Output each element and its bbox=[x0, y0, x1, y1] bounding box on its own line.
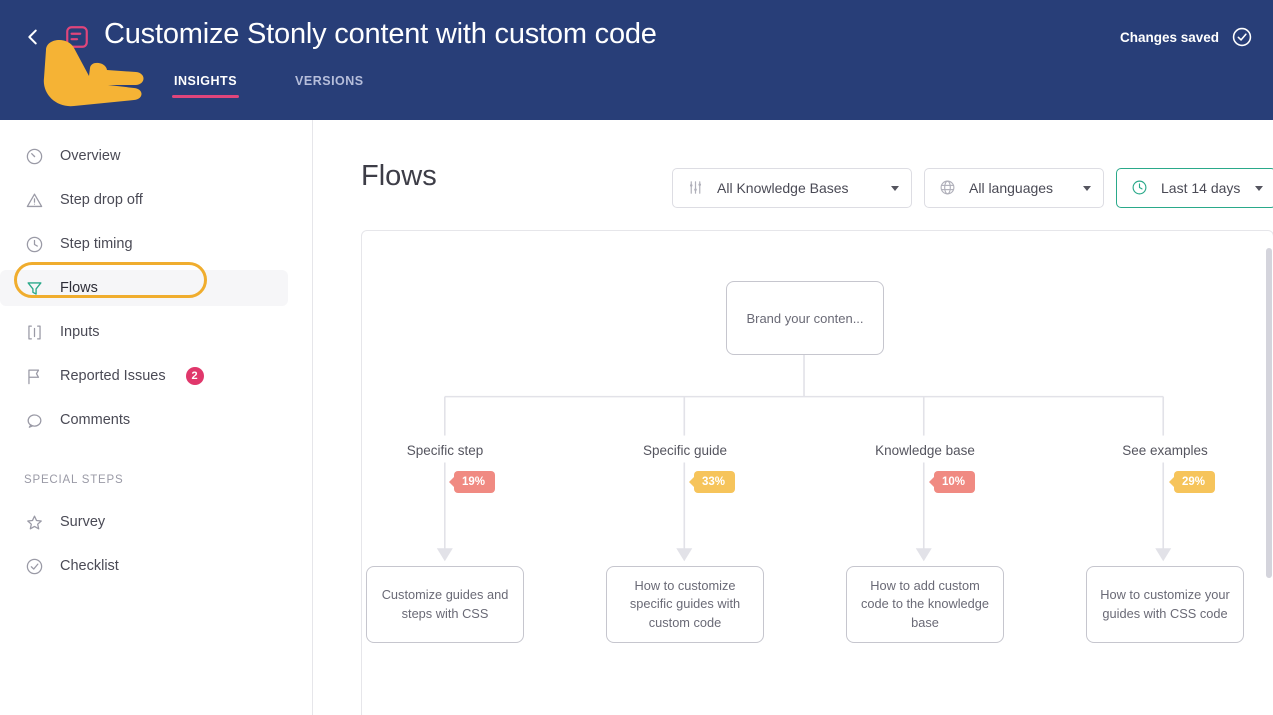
branch-label: Specific step bbox=[406, 443, 484, 458]
guide-square-icon bbox=[64, 24, 90, 50]
flow-leaf-node[interactable]: Customize guides and steps with CSS bbox=[366, 566, 524, 643]
comment-icon bbox=[24, 410, 44, 430]
back-button[interactable] bbox=[20, 24, 46, 50]
sidebar-item-flows[interactable]: Flows bbox=[0, 262, 288, 306]
flow-connectors bbox=[436, 354, 1172, 562]
save-status: Changes saved bbox=[1120, 26, 1253, 48]
branch-label: See examples bbox=[1122, 443, 1208, 458]
sidebar-item-label: Checklist bbox=[60, 558, 119, 574]
flow-leaf-node[interactable]: How to add custom code to the knowledge … bbox=[846, 566, 1004, 643]
header-tabs: EDITOR INSIGHTS VERSIONS bbox=[64, 70, 420, 112]
flows-toolbar: Flows All Knowledge Bases bbox=[361, 160, 1273, 210]
tab-insights[interactable]: INSIGHTS bbox=[172, 70, 240, 98]
app-header: Customize Stonly content with custom cod… bbox=[0, 0, 1273, 120]
percentage-badge: 33% bbox=[694, 471, 736, 493]
main-content: Flows All Knowledge Bases bbox=[313, 120, 1273, 715]
sidebar-item-step-drop-off[interactable]: Step drop off bbox=[0, 182, 288, 218]
gauge-icon bbox=[24, 146, 44, 166]
page-title: Customize Stonly content with custom cod… bbox=[104, 18, 657, 50]
sidebar-item-step-timing[interactable]: Step timing bbox=[0, 226, 288, 262]
sidebar-item-label: Inputs bbox=[60, 324, 100, 340]
funnel-icon bbox=[24, 278, 44, 298]
flag-icon bbox=[24, 366, 44, 386]
sidebar-item-label: Survey bbox=[60, 514, 106, 530]
status-badge: 2 bbox=[185, 367, 204, 385]
sidebar-item-reported-issues[interactable]: Reported Issues 2 bbox=[0, 358, 288, 394]
scrollbar-thumb[interactable] bbox=[1266, 248, 1272, 578]
sidebar-item-label: Step drop off bbox=[60, 192, 143, 208]
branch-label: Specific guide bbox=[642, 443, 728, 458]
sliders-icon bbox=[687, 179, 705, 197]
check-circle-icon bbox=[1232, 27, 1252, 47]
sidebar-item-label: Reported Issues bbox=[60, 368, 166, 384]
sidebar-item-comments[interactable]: Comments bbox=[0, 402, 288, 438]
sidebar-item-label: Flows bbox=[60, 280, 98, 296]
sidebar-item-overview[interactable]: Overview bbox=[0, 138, 288, 174]
flow-leaf-node[interactable]: How to customize specific guides with cu… bbox=[606, 566, 764, 643]
branch-label: Knowledge base bbox=[875, 443, 975, 458]
chevron-down-icon bbox=[1083, 185, 1091, 191]
warning-triangle-icon bbox=[24, 190, 44, 210]
percentage-badge: 19% bbox=[454, 471, 496, 493]
flow-diagram-card: Brand your conten... Specific step Speci… bbox=[361, 230, 1273, 715]
tab-editor[interactable]: EDITOR bbox=[66, 74, 116, 88]
filter-label: All languages bbox=[969, 180, 1054, 196]
brackets-icon bbox=[24, 322, 44, 342]
sidebar-section-label: SPECIAL STEPS bbox=[24, 474, 124, 486]
filter-label: All Knowledge Bases bbox=[717, 180, 849, 196]
chevron-down-icon bbox=[891, 185, 899, 191]
save-status-label: Changes saved bbox=[1119, 29, 1219, 45]
flow-root-node[interactable]: Brand your conten... bbox=[726, 281, 884, 355]
knowledge-base-filter[interactable]: All Knowledge Bases bbox=[672, 168, 912, 208]
language-filter[interactable]: All languages bbox=[924, 168, 1104, 208]
sidebar-item-label: Overview bbox=[60, 148, 121, 164]
sidebar-item-checklist[interactable]: Checklist bbox=[0, 548, 288, 584]
chevron-down-icon bbox=[1255, 185, 1263, 191]
percentage-badge: 29% bbox=[1174, 471, 1216, 493]
insights-sidebar: Overview Step drop off Step timing bbox=[0, 120, 313, 715]
tab-versions[interactable]: VERSIONS bbox=[295, 74, 364, 88]
sidebar-item-label: Comments bbox=[60, 412, 131, 428]
section-title: Flows bbox=[361, 160, 437, 192]
clock-icon bbox=[1131, 179, 1149, 197]
clock-icon bbox=[24, 234, 44, 254]
chevron-left-icon bbox=[28, 29, 37, 45]
percentage-badge: 10% bbox=[934, 471, 976, 493]
filter-label: Last 14 days bbox=[1161, 180, 1241, 196]
sidebar-item-inputs[interactable]: Inputs bbox=[0, 314, 288, 350]
globe-icon bbox=[939, 179, 957, 197]
star-icon bbox=[24, 512, 44, 532]
sidebar-item-label: Step timing bbox=[60, 236, 133, 252]
check-circle-icon bbox=[24, 556, 44, 576]
date-range-filter[interactable]: Last 14 days bbox=[1116, 168, 1273, 208]
flow-leaf-node[interactable]: How to customize your guides with CSS co… bbox=[1086, 566, 1244, 643]
page-scrollbar[interactable] bbox=[1265, 120, 1273, 715]
sidebar-item-survey[interactable]: Survey bbox=[0, 504, 288, 540]
